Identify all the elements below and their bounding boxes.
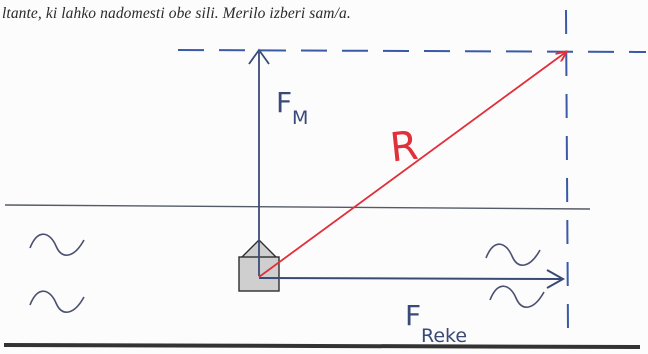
wave-icon [485, 243, 541, 266]
wave-icon [489, 285, 545, 308]
riverbank-bottom-line [3, 343, 641, 349]
force-reke-vector [258, 269, 566, 289]
force-m-vector [248, 48, 270, 276]
instruction-text: ltante, ki lahko nadomesti obe sili. Mer… [2, 5, 351, 22]
resultant-label: R [388, 123, 420, 172]
wave-icon [29, 290, 85, 313]
dashed-horizontal-guide [177, 49, 647, 53]
force-m-label-letter: F [276, 86, 292, 119]
resultant-vector [258, 52, 566, 278]
riverbank-top-line [4, 204, 591, 210]
force-reke-label-subscript: Reke [421, 325, 467, 347]
force-reke-label-letter: F [405, 299, 421, 332]
force-m-label-subscript: M [292, 107, 308, 129]
wave-icon [29, 233, 85, 256]
dashed-vertical-guide [565, 9, 569, 333]
